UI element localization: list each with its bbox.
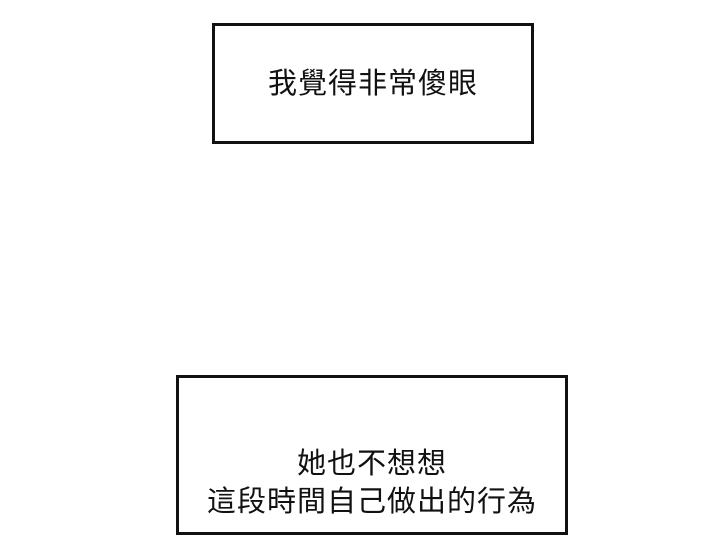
caption-lines: 她也不想想 這段時間自己做出的行為 xyxy=(179,444,565,520)
caption-box-bottom: 她也不想想 這段時間自己做出的行為 xyxy=(176,375,568,535)
caption-box-top: 我覺得非常傻眼 xyxy=(212,23,534,144)
caption-text: 我覺得非常傻眼 xyxy=(267,66,478,100)
caption-text-line-1: 她也不想想 xyxy=(296,446,447,480)
caption-text-line-2: 這段時間自己做出的行為 xyxy=(206,484,537,518)
